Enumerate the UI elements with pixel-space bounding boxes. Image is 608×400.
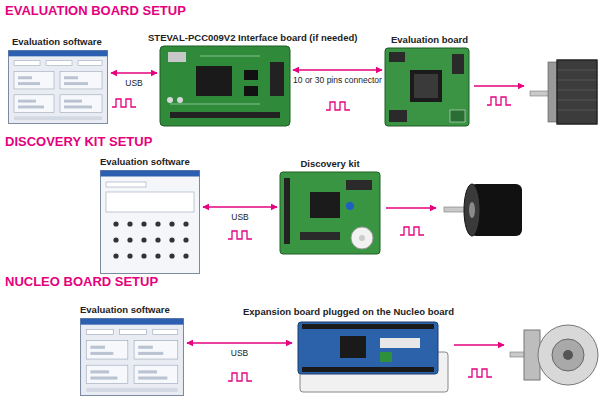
pulse-symbol xyxy=(468,369,492,377)
pulse-symbol xyxy=(228,373,252,381)
software-screenshot xyxy=(9,50,108,123)
output-arrow xyxy=(474,85,524,86)
heading-group: STEVAL-PCC009V2 Interface board (if need… xyxy=(148,32,357,43)
software-screenshot xyxy=(101,171,200,274)
device-box: Evaluation board xyxy=(385,48,469,126)
heading-group: Discovery kit xyxy=(300,158,359,169)
heading-group: Evaluation software xyxy=(80,304,170,315)
output-arrow xyxy=(454,344,504,345)
section-heading: EVALUATION BOARD SETUP xyxy=(5,3,186,18)
discovery-board xyxy=(280,172,380,254)
pulse-symbol xyxy=(487,97,511,105)
heading-group: Expansion board plugged on the Nucleo bo… xyxy=(243,306,454,317)
usb-connector xyxy=(187,342,292,343)
heading-group: Evaluation board xyxy=(391,34,468,45)
device-box: Expansion board plugged on the Nucleo bo… xyxy=(295,320,450,394)
device-box: Evaluation software xyxy=(80,318,184,396)
connector-label: USB xyxy=(187,348,292,358)
device-box: Evaluation software xyxy=(8,50,108,124)
heading-group: Evaluation software xyxy=(100,156,190,167)
pulse-symbol xyxy=(228,231,252,239)
nucleo-board xyxy=(298,322,448,392)
output-arrow xyxy=(386,207,436,208)
device-heading: Discovery kit xyxy=(300,158,359,169)
pulse-symbol xyxy=(326,102,350,110)
device-heading: Evaluation software xyxy=(12,36,102,47)
device-heading: Evaluation board xyxy=(391,34,468,45)
section-heading: NUCLEO BOARD SETUP xyxy=(5,274,158,289)
device-box: Discovery kit xyxy=(280,172,380,254)
section-heading: DISCOVERY KIT SETUP xyxy=(5,134,152,149)
usb-connector xyxy=(203,206,277,207)
device-box: Evaluation software xyxy=(100,170,200,274)
software-screenshot xyxy=(81,319,184,396)
dc-motor xyxy=(444,184,522,236)
connector-label: USB xyxy=(111,78,157,88)
pulse-symbol xyxy=(400,227,424,235)
connector-label: 10 or 30 pins connector xyxy=(293,75,382,85)
interface-board xyxy=(160,46,290,126)
usb-connector xyxy=(111,72,157,73)
gear-motor xyxy=(510,325,598,385)
connector-label: USB xyxy=(203,212,277,222)
device-heading: Evaluation software xyxy=(80,304,170,315)
evaluation-board xyxy=(385,48,469,126)
stepper-motor xyxy=(530,60,597,124)
usb-connector xyxy=(293,69,382,70)
device-heading: STEVAL-PCC009V2 Interface board (if need… xyxy=(148,32,357,43)
device-heading: Expansion board plugged on the Nucleo bo… xyxy=(243,306,454,317)
heading-group: Evaluation software xyxy=(12,36,102,47)
device-heading: Evaluation software xyxy=(100,156,190,167)
pulse-symbol xyxy=(112,99,136,107)
device-box: STEVAL-PCC009V2 Interface board (if need… xyxy=(160,46,290,126)
